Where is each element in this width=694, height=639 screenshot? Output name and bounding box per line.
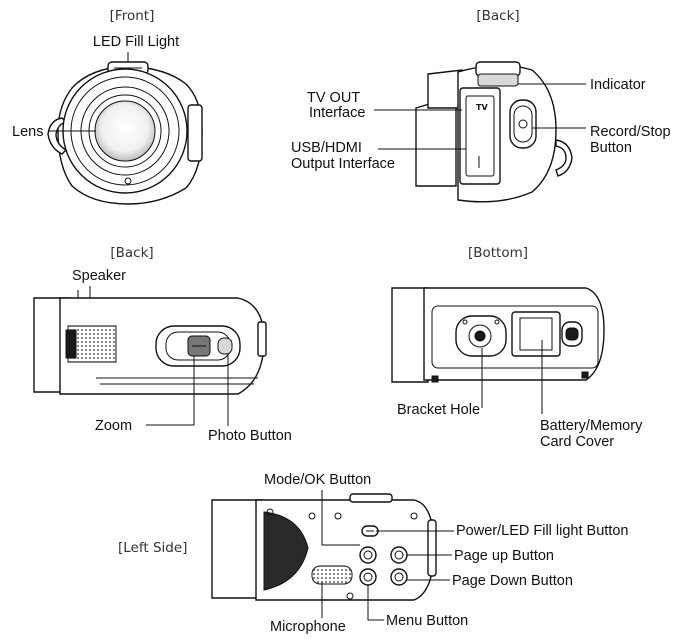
left-side-view: [Left Side] Mode/OK Button bbox=[118, 472, 628, 635]
indicator-part bbox=[477, 73, 519, 87]
label-indicator: Indicator bbox=[590, 77, 646, 93]
label-speaker: Speaker bbox=[72, 268, 126, 284]
battery-cover-part bbox=[511, 311, 561, 357]
photo-button-part bbox=[217, 337, 233, 355]
label-tv-out-line1: TV OUT bbox=[307, 90, 360, 106]
label-photo-button: Photo Button bbox=[208, 428, 292, 444]
leader-menu bbox=[367, 585, 384, 621]
front-view: [Front] LED Fill Light Lens bbox=[12, 8, 203, 205]
side-camera-drawing bbox=[33, 290, 267, 395]
leader-zoom bbox=[146, 356, 195, 426]
microphone-grille bbox=[311, 565, 353, 585]
record-stop-part bbox=[509, 99, 537, 149]
label-tv-out-line2: Interface bbox=[309, 105, 365, 121]
bottom-view: [Bottom] Bracket Hole Battery/Memor bbox=[391, 245, 643, 450]
label-usb-hdmi-line2: Output Interface bbox=[291, 156, 395, 172]
label-record-stop-line2: Button bbox=[590, 140, 632, 156]
front-camera-drawing bbox=[47, 61, 203, 205]
front-view-title: [Front] bbox=[110, 8, 155, 24]
label-zoom: Zoom bbox=[95, 418, 132, 434]
lens-glass bbox=[94, 100, 156, 162]
label-battery-line2: Card Cover bbox=[540, 434, 614, 450]
bottom-camera-drawing bbox=[391, 287, 605, 383]
tv-port-mark: TV bbox=[476, 103, 488, 112]
label-battery-line1: Battery/Memory bbox=[540, 418, 643, 434]
left-side-view-title: [Left Side] bbox=[118, 540, 187, 556]
page-down-button-part bbox=[390, 568, 408, 586]
label-bracket-hole: Bracket Hole bbox=[397, 402, 480, 418]
interface-door bbox=[459, 87, 501, 185]
label-page-down-button: Page Down Button bbox=[452, 573, 573, 589]
label-page-up-button: Page up Button bbox=[454, 548, 554, 564]
menu-button-part bbox=[359, 568, 377, 586]
page-up-button-part bbox=[390, 546, 408, 564]
leader-mode-ok bbox=[321, 490, 360, 546]
mode-ok-button-part bbox=[359, 546, 377, 564]
back-view-top: [Back] TV TV OUT Interface USB/HDMI Outp… bbox=[291, 8, 671, 203]
label-led-fill-light: LED Fill Light bbox=[93, 34, 179, 50]
bracket-hole-part bbox=[474, 330, 486, 342]
label-lens: Lens bbox=[12, 124, 43, 140]
back-side-view-title: [Back] bbox=[110, 245, 153, 261]
label-mode-ok-button: Mode/OK Button bbox=[264, 472, 371, 488]
label-power-led-button: Power/LED Fill light Button bbox=[456, 523, 628, 539]
label-usb-hdmi-line1: USB/HDMI bbox=[291, 140, 362, 156]
bottom-view-title: [Bottom] bbox=[468, 245, 528, 261]
label-menu-button: Menu Button bbox=[386, 613, 468, 629]
left-side-camera-drawing bbox=[211, 493, 437, 601]
back-view-side: [Back] Speaker Zoom Photo Button bbox=[33, 245, 292, 444]
back-camera-drawing: TV bbox=[415, 61, 573, 203]
back-top-view-title: [Back] bbox=[476, 8, 519, 24]
label-record-stop-line1: Record/Stop bbox=[590, 124, 671, 140]
label-microphone: Microphone bbox=[270, 619, 346, 635]
